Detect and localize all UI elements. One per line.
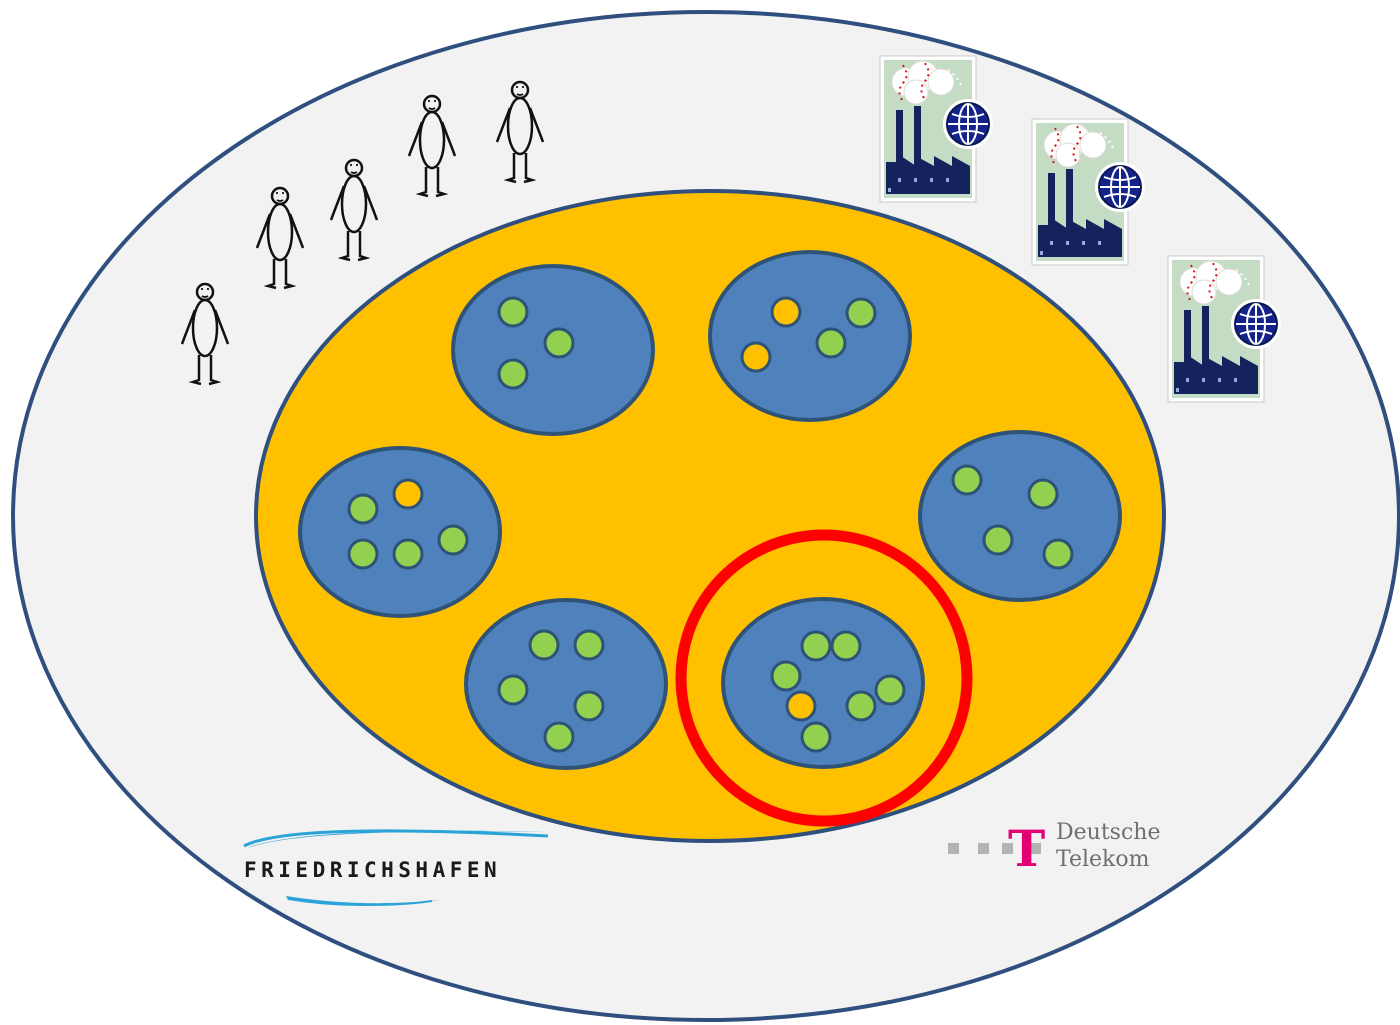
telekom-dot (1030, 843, 1041, 854)
telekom-name-line2: Telekom (1056, 847, 1150, 872)
member-dot-green (347, 493, 379, 525)
telekom-t-mark: T (1008, 819, 1045, 878)
telekom-dot (978, 843, 989, 854)
member-dot-orange (785, 690, 817, 722)
member-dot-green (573, 629, 605, 661)
cluster-group (298, 250, 1122, 770)
member-dot-green (830, 630, 862, 662)
friedrichshafen-logo: FRIEDRICHSHAFEN (243, 829, 549, 906)
telekom-dot (1002, 843, 1013, 854)
cluster (721, 597, 925, 769)
member-dot-green (392, 538, 424, 570)
member-dot-green (573, 690, 605, 722)
member-dot-orange (770, 296, 802, 328)
member-dot-green (845, 297, 877, 329)
telekom-dot (948, 843, 959, 854)
highlight-ring (675, 529, 973, 827)
member-dot-green (528, 629, 560, 661)
member-dot-orange (392, 478, 424, 510)
member-dot-green (437, 524, 469, 556)
member-dot-green (982, 524, 1014, 556)
member-dot-green (1042, 538, 1074, 570)
cluster-ellipse (298, 446, 502, 618)
factory-globe-icon (879, 55, 994, 203)
member-dot-green (497, 296, 529, 328)
cluster-ellipse (708, 250, 912, 422)
member-dot-green (543, 327, 575, 359)
cluster (464, 598, 668, 770)
cluster (451, 264, 655, 436)
member-dot-green (497, 674, 529, 706)
member-dot-green (1027, 478, 1059, 510)
member-dot-green (815, 327, 847, 359)
member-dot-green (770, 660, 802, 692)
cluster (918, 430, 1122, 602)
telekom-logo: T Deutsche Telekom (948, 819, 1160, 878)
cluster-ellipse (721, 597, 925, 769)
member-dot-green (874, 674, 906, 706)
member-dot-orange (740, 341, 772, 373)
cluster (298, 446, 502, 618)
cluster-ellipse (464, 598, 668, 770)
member-dot-green (800, 630, 832, 662)
friedrichshafen-wordmark: FRIEDRICHSHAFEN (244, 858, 501, 882)
member-dot-green (800, 721, 832, 753)
factory-globe-icon (1167, 255, 1282, 403)
member-dot-green (347, 538, 379, 570)
cluster-ellipse (918, 430, 1122, 602)
member-dot-green (497, 358, 529, 390)
member-dot-green (845, 690, 877, 722)
member-dot-green (951, 464, 983, 496)
cluster (708, 250, 912, 422)
telekom-name-line1: Deutsche (1056, 820, 1160, 845)
member-dot-green (543, 721, 575, 753)
factory-globe-icon (1031, 118, 1146, 266)
